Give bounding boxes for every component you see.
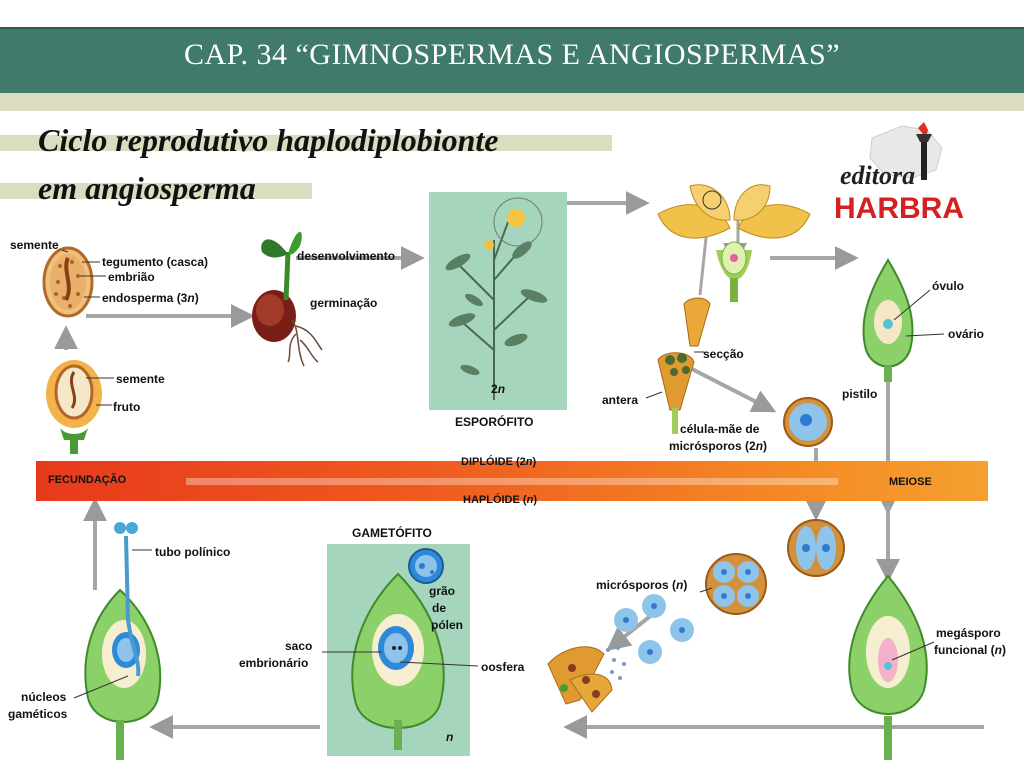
fertilization-ovule-illustration: [84, 522, 162, 760]
meiose-label: MEIOSE: [889, 476, 932, 488]
label-pistilo: pistilo: [842, 387, 878, 401]
label-grao: grão: [429, 584, 456, 598]
label-microsporos: micrósporos (n): [596, 578, 688, 592]
gametophyte-ovule-illustration: [351, 572, 445, 750]
label-ovulo: óvulo: [932, 279, 964, 293]
heading-stripe: [0, 135, 612, 151]
label-celula-mae-2: micrósporos (2n): [669, 439, 768, 453]
label-sporophyte-ploidy: 2n: [491, 382, 506, 396]
label-semente-mid: semente: [116, 372, 165, 386]
seed-label-lines: [61, 249, 106, 298]
label-nucleos-2: gaméticos: [8, 707, 68, 721]
label-nucleos-1: núcleos: [21, 690, 67, 704]
microspores-illustration: [614, 594, 694, 664]
label-celula-mae-1: célula-mãe de: [680, 422, 760, 436]
label-seccao: secção: [703, 347, 744, 361]
dyad-illustration: [787, 519, 845, 577]
open-anther-illustration: [547, 646, 626, 713]
diagram-heading-line2: em angiosperma: [38, 170, 256, 206]
label-esporofito: ESPORÓFITO: [455, 415, 534, 429]
label-semente-top: semente: [10, 238, 59, 252]
seed-illustration: [42, 246, 94, 318]
fecundacao-label: FECUNDAÇÃO: [48, 474, 127, 486]
pistil-illustration: [862, 258, 914, 382]
haploid-phase-label: HAPLÓIDE (n): [463, 494, 537, 506]
logo-script: editora: [840, 161, 915, 190]
anther-illustration: [657, 297, 711, 434]
tetrad-illustration: [705, 553, 767, 615]
label-gametofito: GAMETÓFITO: [352, 526, 432, 540]
header-bar: [0, 27, 1024, 95]
flower-illustration: [657, 184, 811, 302]
label-polen: pólen: [431, 618, 463, 632]
label-antera: antera: [602, 393, 639, 407]
label-oosfera: oosfera: [481, 660, 525, 674]
label-de: de: [432, 601, 447, 615]
heading-stripe: [0, 183, 312, 199]
label-saco-1: saco: [285, 639, 313, 653]
cycle-arrows: [54, 191, 984, 739]
diagram-heading-line1: Ciclo reprodutivo haplodiplobionte: [38, 122, 499, 158]
label-germinacao: germinação: [310, 296, 378, 310]
diploid-phase-label: DIPLÓIDE (2n): [461, 456, 537, 468]
label-embriao: embrião: [108, 270, 155, 284]
fruit-illustration: [46, 360, 102, 454]
label-saco-2: embrionário: [239, 656, 309, 670]
label-tubo-polinico: tubo polínico: [155, 545, 231, 559]
label-megasporo-1: megásporo: [936, 626, 1001, 640]
page-title: CAP. 34 “GIMNOSPERMAS E ANGIOSPERMAS”: [183, 38, 841, 71]
logo-brand: HARBRA: [834, 192, 964, 225]
publisher-logo: editora HARBRA: [832, 118, 992, 226]
label-fruto: fruto: [113, 400, 141, 414]
label-desenvolvimento: desenvolvimento: [297, 249, 396, 263]
header-subbar: [0, 93, 1024, 111]
label-gametophyte-n: n: [446, 730, 454, 744]
label-tegumento: tegumento (casca): [102, 255, 209, 269]
megaspore-ovule-illustration: [848, 574, 928, 760]
label-ovario: ovário: [948, 327, 985, 341]
seedling-illustration: [252, 231, 323, 367]
label-endosperma: endosperma (3n): [102, 291, 199, 305]
label-megasporo-2: funcional (n): [934, 643, 1007, 657]
cycle-bar: [36, 461, 988, 501]
